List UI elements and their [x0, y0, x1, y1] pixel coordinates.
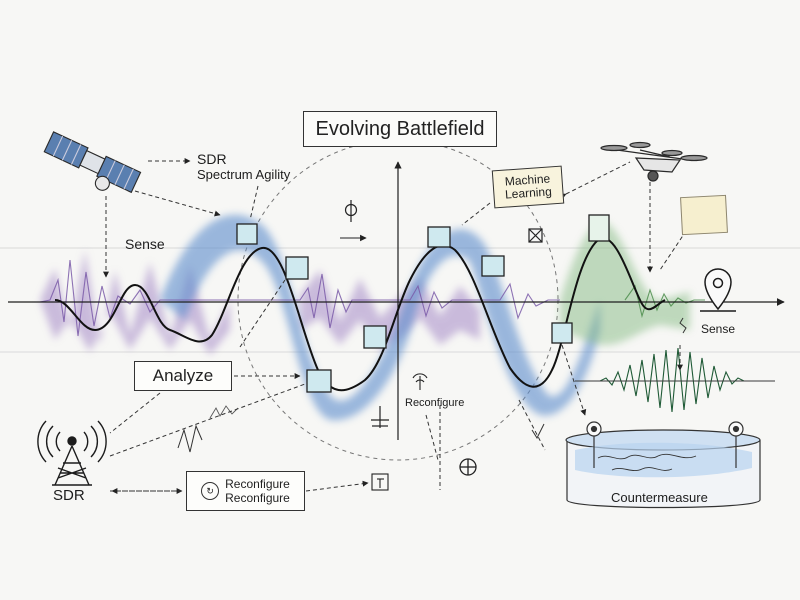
- location-pin-icon: [700, 268, 736, 312]
- satellite-icon: [43, 131, 142, 194]
- reconfigure-box: ↻ Reconfigure Reconfigure: [186, 471, 305, 511]
- reconfigure-line1: Reconfigure: [225, 477, 290, 491]
- crossed-box-icon: [528, 228, 543, 243]
- node-3: [363, 325, 387, 349]
- squiggle-doodle-1: [177, 424, 203, 453]
- analyze-box: Analyze: [134, 361, 232, 391]
- countermeasure-label: Countermeasure: [611, 490, 708, 505]
- node-8: [588, 214, 610, 242]
- sense-label-left: Sense: [125, 236, 165, 252]
- sensor-nodes: [236, 214, 610, 393]
- node-6: [481, 255, 505, 277]
- chirp-signal: [575, 347, 770, 413]
- sense-label-right: Sense: [701, 322, 736, 336]
- connector-lines: [103, 158, 691, 494]
- note-card: [680, 194, 728, 236]
- analyze-label: Analyze: [152, 366, 214, 385]
- noise-signal: [39, 259, 560, 337]
- main-sine-wave: [54, 237, 666, 392]
- purple-wash: [40, 250, 480, 355]
- filter-symbol-icon: [371, 473, 389, 491]
- countermeasure-tank: [565, 421, 761, 509]
- node-1: [236, 223, 258, 245]
- squiggle-doodle-2: [209, 405, 239, 419]
- sdr-spectrum-label: SDR Spectrum Agility: [197, 151, 291, 183]
- machine-learning-box: Machine Learning: [491, 165, 565, 209]
- node-5: [427, 226, 451, 248]
- ml-label-line2: Learning: [504, 184, 553, 202]
- bracket-doodle: [679, 317, 687, 334]
- sdr-tower-label: SDR: [53, 487, 85, 504]
- tuning-symbol-icon: [371, 406, 389, 428]
- node-4: [306, 369, 332, 393]
- reconfigure-line2: Reconfigure: [225, 491, 290, 505]
- sdr-label-line1: SDR: [197, 151, 227, 167]
- reconfigure-icon: ↻: [201, 482, 220, 500]
- antenna-small-icon: [412, 373, 428, 390]
- sdr-label-line2: Spectrum Agility: [197, 167, 291, 182]
- drone-icon: [600, 141, 708, 182]
- plus-circle-icon: [459, 458, 477, 476]
- diagram-title: Evolving Battlefield: [303, 111, 497, 147]
- phi-symbol-icon: [344, 200, 358, 222]
- node-2: [285, 256, 309, 280]
- green-wash: [560, 221, 690, 345]
- reconfigure-label: Reconfigure: [405, 397, 465, 409]
- radio-tower-icon: [37, 420, 107, 486]
- diagram-title-text: Evolving Battlefield: [315, 117, 485, 140]
- node-7: [551, 322, 573, 344]
- check-doodle: [531, 423, 545, 440]
